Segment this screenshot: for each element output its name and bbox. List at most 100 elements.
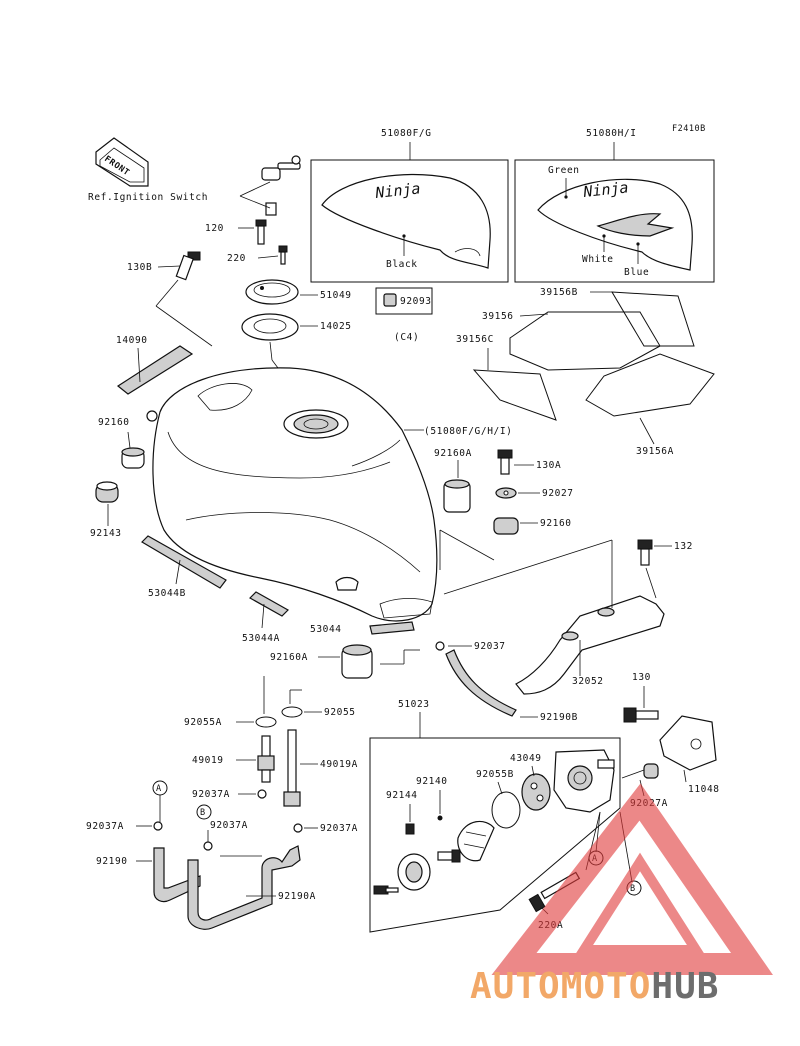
hose-53044b [141,535,227,589]
callout-92190b: 92190B [540,712,578,723]
screw-lever-icon [437,849,461,863]
callout-132: 132 [674,541,693,552]
plate-lever-icon [457,820,495,862]
oring-92055a [255,716,277,728]
ignition-key-icon [239,155,301,216]
callout-51049: 51049 [320,290,352,301]
pad-39156a [585,353,715,417]
callout-130: 130 [632,672,651,683]
callout-53044b: 53044B [148,588,186,599]
callout-220a: 220A [538,920,563,931]
bolt-130a-icon [497,449,513,475]
screw-220-icon [278,245,288,265]
callout-14025: 14025 [320,321,352,332]
hose-92190a [187,845,301,930]
callout-120: 120 [205,223,224,234]
callout-92160-right: 92160 [540,518,572,529]
cap-ring-14025-icon [241,313,299,341]
callout-92055b: 92055B [476,769,514,780]
callout-92190: 92190 [96,856,128,867]
diaphragm-43049-icon [521,773,551,811]
callout-14090: 14090 [116,335,148,346]
color-blue: Blue [624,267,649,278]
spring-92144-icon [405,823,415,835]
grommet-92160-left-icon [121,410,158,469]
damper-92160a-bottom-icon [341,644,373,679]
callout-39156: 39156 [482,311,514,322]
callout-92190a: 92190A [278,891,316,902]
bolt-130-icon [623,707,659,723]
callout-220: 220 [227,253,246,264]
grommet-92160-right-icon [493,517,519,535]
ninja-logo-left: Ninja [374,179,422,202]
tank-shroud-left [321,173,491,269]
callout-49019a: 49019A [320,759,358,770]
bolt-132-icon [637,539,653,566]
callout-92160a-top: 92160A [434,448,472,459]
callout-92144: 92144 [386,790,418,801]
ref-b-right: B [630,884,636,894]
callout-92027: 92027 [542,488,574,499]
nut-92093-icon [383,293,397,307]
callout-51080hi: 51080H/I [586,128,637,139]
callout-92037a-1: 92037A [192,789,230,800]
callout-43049: 43049 [510,753,542,764]
fuel-tank [152,367,438,622]
callout-92037a-3: 92037A [86,821,124,832]
collar-92027a-icon [643,763,659,779]
tank-shroud-right [537,178,693,271]
callout-51023: 51023 [398,699,430,710]
callout-39156b: 39156B [540,287,578,298]
callout-92055a: 92055A [184,717,222,728]
bracket-11048 [659,715,717,771]
fuel-cock-body [553,749,615,813]
bolt-130b-icon [175,251,201,281]
callout-51080all: (51080F/G/H/I) [424,426,512,437]
callout-92027a: 92027A [630,798,668,809]
callout-92140: 92140 [416,776,448,787]
callout-92160-left: 92160 [98,417,130,428]
ninja-logo-right: Ninja [582,178,630,201]
callout-11048: 11048 [688,784,720,795]
knob-icon [397,853,431,891]
callout-92160a-bottom: 92160A [270,652,308,663]
figure-code: F2410B [672,124,706,134]
oring-92055b [491,791,521,829]
hose-53044a [249,591,289,617]
callout-39156c: 39156C [456,334,494,345]
color-black: Black [386,259,418,270]
damper-92160a-top-icon [443,479,471,513]
color-green: Green [548,165,580,176]
bracket-32052 [515,595,665,695]
pipe-49019-icon [257,735,275,783]
callout-49019: 49019 [192,755,224,766]
pad-39156c [472,369,557,421]
callout-53044a: 53044A [242,633,280,644]
hose-92190b [445,649,517,717]
callout-92143: 92143 [90,528,122,539]
callout-92055: 92055 [324,707,356,718]
pad-39156b [611,291,695,347]
ref-b-left: B [200,808,206,818]
callout-51080fg: 51080F/G [381,128,432,139]
screw-small-icon [373,885,399,895]
grommet-92143-icon [95,481,119,503]
callout-53044: 53044 [310,624,342,635]
bolt-120-icon [255,219,267,245]
strip-14090 [116,345,194,395]
decal-box-right [514,159,715,283]
box-92093 [375,287,433,315]
decal-box-left [310,159,509,283]
callout-32052: 32052 [572,676,604,687]
ref-a-left: A [156,784,162,794]
pad-39156 [509,311,661,371]
callout-130b: 130B [127,262,152,273]
washer-92027-icon [495,487,517,499]
callout-c4: (C4) [394,332,419,343]
fuel-cap-51049-icon [245,279,299,305]
ignition-ref-label: Ref.Ignition Switch [88,192,208,203]
hose-53044 [369,621,415,635]
ref-a-right: A [592,854,598,864]
front-arrow-icon [95,137,149,187]
